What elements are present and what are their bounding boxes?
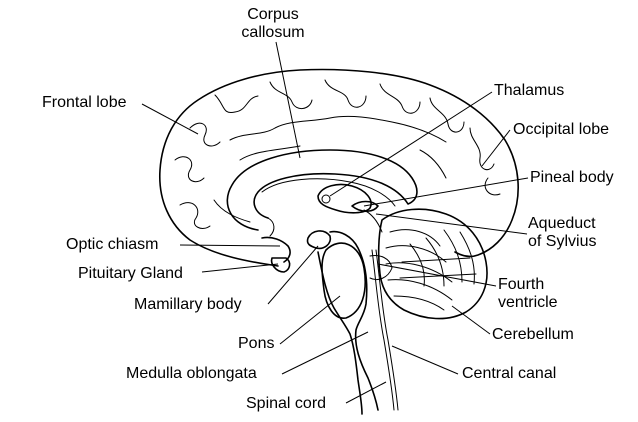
cerebellum-folia [385, 229, 477, 311]
label-corpus-callosum: Corpus callosum [228, 6, 318, 42]
label-pituitary-gland: Pituitary Gland [78, 265, 183, 282]
pituitary-gland [270, 257, 291, 273]
label-aqueduct-line1: Aqueduct [528, 215, 596, 232]
pineal-body [351, 200, 379, 213]
label-fourth-ventricle-line2: ventricle [498, 294, 558, 311]
label-cerebellum: Cerebellum [492, 326, 574, 343]
fornix [261, 178, 396, 207]
label-pineal-body: Pineal body [530, 169, 614, 186]
leader-lines [141, 41, 529, 404]
pons [321, 242, 366, 319]
label-occipital-lobe: Occipital lobe [513, 121, 610, 138]
label-central-canal: Central canal [462, 365, 557, 382]
fourth-ventricle [369, 255, 393, 281]
label-frontal-lobe: Frontal lobe [42, 94, 127, 111]
label-thalamus: Thalamus [494, 82, 565, 99]
aqueduct-of-sylvius [363, 209, 383, 233]
cortex-gyri [174, 79, 501, 229]
label-corpus-callosum-line2: callosum [241, 24, 305, 41]
label-optic-chiasm: Optic chiasm [66, 236, 159, 253]
cerebellum [377, 208, 488, 320]
label-fourth-ventricle-line1: Fourth [498, 276, 545, 293]
label-aqueduct-of-sylvius: Aqueduct of Sylvius [528, 215, 596, 251]
label-pons: Pons [238, 335, 275, 352]
brainstem [329, 230, 379, 411]
mamillary-body [306, 230, 332, 250]
optic-chiasm [261, 236, 291, 263]
label-corpus-callosum-line1: Corpus [247, 6, 299, 23]
central-canal [371, 249, 395, 411]
label-spinal-cord: Spinal cord [246, 395, 327, 412]
cerebrum-outline [159, 68, 519, 267]
corpus-callosum [226, 149, 418, 231]
label-mamillary-body: Mamillary body [134, 296, 242, 313]
label-medulla-oblongata: Medulla oblongata [126, 365, 257, 382]
thalamus [317, 183, 372, 214]
label-fourth-ventricle: Fourth ventricle [498, 276, 558, 312]
thalamus-interthalamic [321, 194, 331, 204]
label-aqueduct-line2: of Sylvius [528, 233, 597, 250]
